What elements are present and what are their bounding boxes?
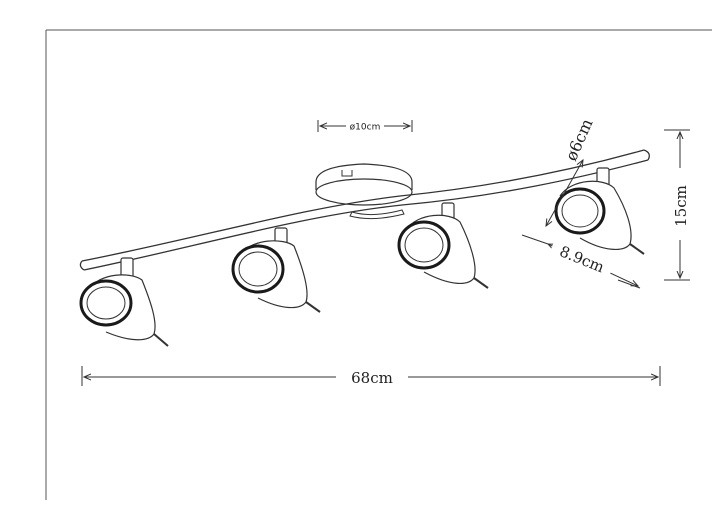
spotlight-3 xyxy=(397,202,489,289)
canopy-diameter-label: ø10cm xyxy=(350,123,381,133)
spot-diameter-label: ø6cm xyxy=(561,116,596,164)
drawing-frame xyxy=(45,29,712,500)
dimension-canopy-diameter: ø10cm xyxy=(317,120,413,133)
spotlight-2 xyxy=(231,227,321,313)
ceiling-canopy xyxy=(315,163,413,220)
spotlight-1 xyxy=(79,257,169,347)
dimension-width: 68cm xyxy=(81,366,661,387)
width-label: 68cm xyxy=(351,369,393,387)
dimension-height: 15cm xyxy=(664,129,690,281)
height-label: 15cm xyxy=(672,185,690,227)
